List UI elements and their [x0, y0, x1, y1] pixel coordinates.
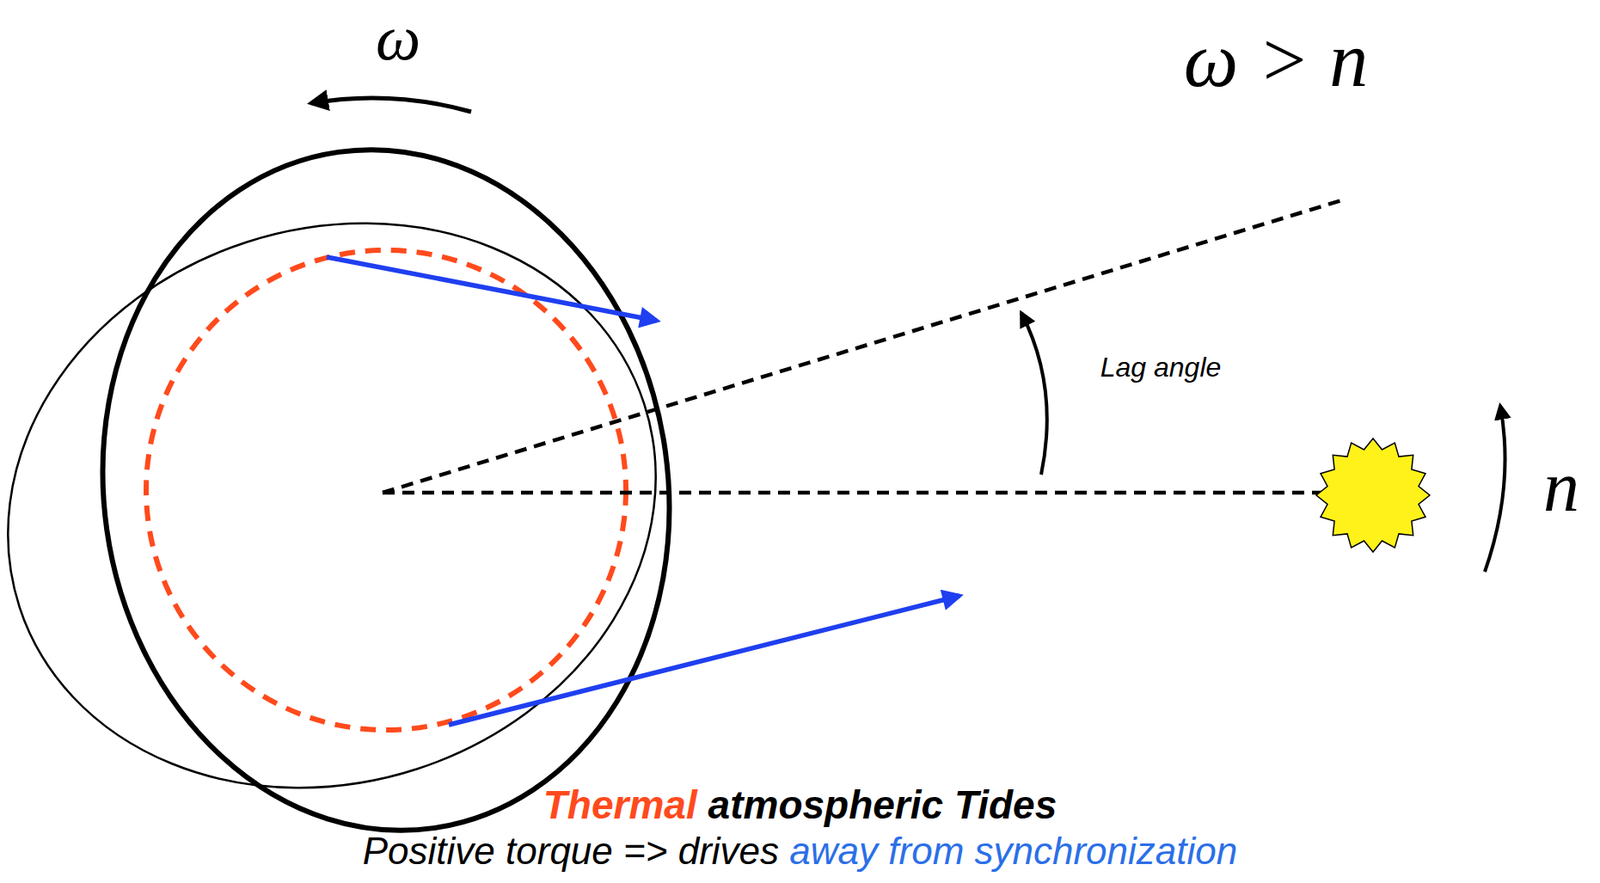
caption-line: Positive torque => drivesaway from synch… — [0, 829, 1600, 874]
torque-arrow — [448, 595, 960, 725]
orbit-label: n — [1543, 445, 1580, 529]
torque-arrow — [326, 257, 657, 321]
spin-label: ω — [375, 1, 421, 75]
caption-title: atmospheric Tides — [708, 782, 1058, 828]
tidal-bulge-thin — [0, 140, 730, 871]
bulge-direction — [382, 198, 1348, 493]
condition-label: ω > n — [1183, 15, 1368, 105]
orbit-arrow — [1484, 405, 1506, 572]
star-direction — [382, 490, 1327, 496]
caption-highlight: away from synchronization — [789, 829, 1238, 874]
spin-arrow — [311, 98, 472, 112]
caption-highlight: Thermal — [543, 782, 698, 828]
caption-text: Positive torque => drives — [362, 829, 779, 874]
caption-line: Thermalatmospheric Tides — [0, 782, 1600, 828]
sun — [1316, 438, 1430, 552]
lag-arrow — [1021, 312, 1048, 475]
angle-label: Lag angle — [1100, 351, 1222, 384]
